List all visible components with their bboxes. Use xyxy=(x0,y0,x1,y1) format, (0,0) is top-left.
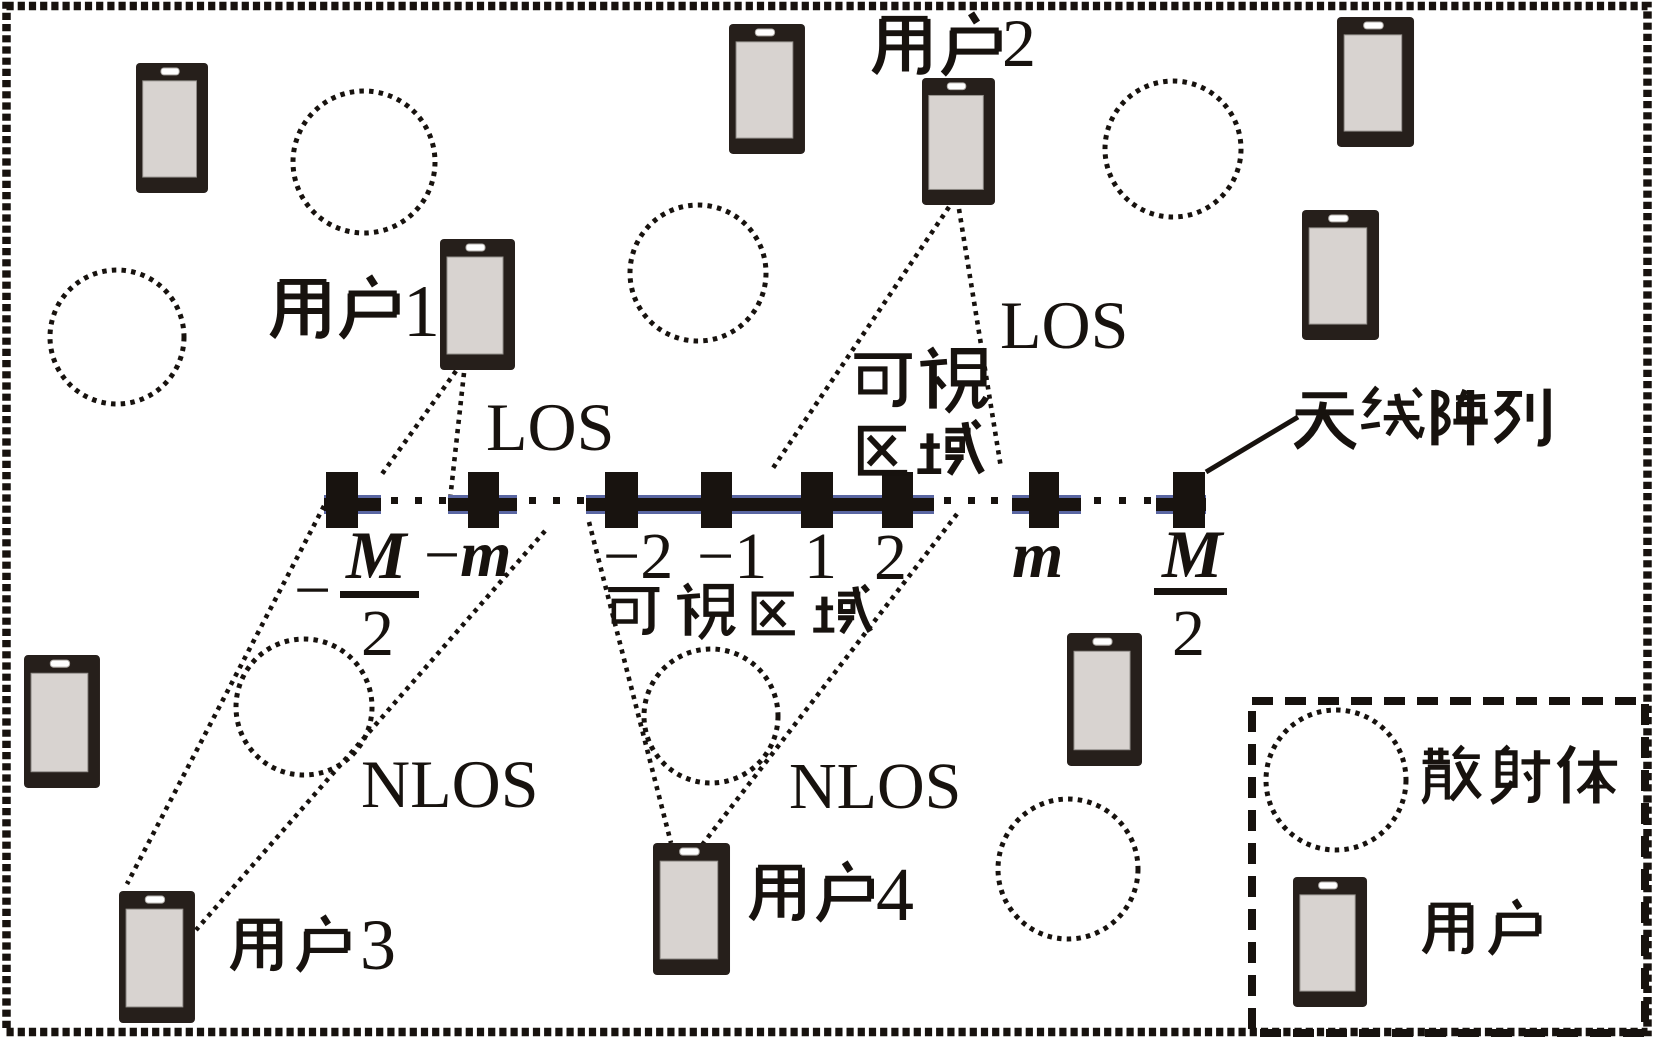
svg-text:1: 1 xyxy=(403,271,440,353)
svg-text:2: 2 xyxy=(1002,5,1036,81)
svg-text:1: 1 xyxy=(804,520,837,593)
svg-text:2: 2 xyxy=(1172,597,1205,670)
svg-text:−m: −m xyxy=(424,518,511,591)
svg-text:−: − xyxy=(294,554,331,627)
svg-text:NLOS: NLOS xyxy=(361,746,539,822)
svg-text:M: M xyxy=(1161,516,1225,592)
svg-text:2: 2 xyxy=(874,521,907,594)
svg-text:2: 2 xyxy=(361,597,394,670)
svg-text:M: M xyxy=(345,517,409,593)
svg-text:4: 4 xyxy=(876,853,914,937)
svg-text:NLOS: NLOS xyxy=(789,750,961,823)
svg-text:3: 3 xyxy=(360,905,396,985)
svg-text:LOS: LOS xyxy=(1000,287,1128,363)
svg-text:m: m xyxy=(1012,519,1063,592)
svg-text:−1: −1 xyxy=(697,520,767,593)
svg-text:−2: −2 xyxy=(603,520,673,593)
svg-text:LOS: LOS xyxy=(486,389,614,465)
